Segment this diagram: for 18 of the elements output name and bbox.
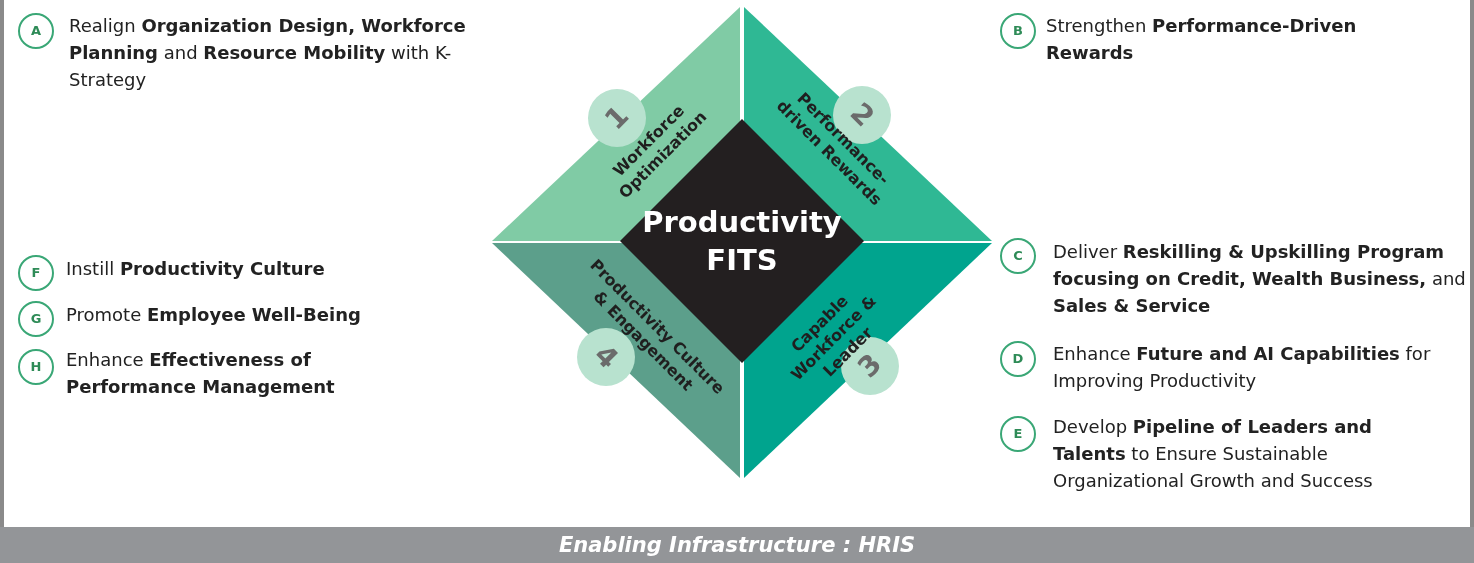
initiative-text: Enhance Effectiveness of Performance Management [66, 348, 336, 399]
initiative-text: Instill Productivity Culture [66, 257, 326, 281]
letter-badge: E [1000, 416, 1036, 452]
center-title: Productivity FITS [642, 205, 843, 277]
initiative-text: Enhance Future and AI Capabilities for Improving Productivity [1053, 342, 1432, 393]
letter-badge: H [18, 349, 54, 385]
initiative-text: Deliver Reskilling & Upskilling Program focusing on Credit, Wealth Business, and Sales & Service [1053, 240, 1467, 318]
letter-badge: C [1000, 238, 1036, 274]
initiative-text: Strengthen Performance-Driven Rewards [1046, 14, 1358, 65]
initiative-text: Realign Organization Design, Workforce Planning and Resource Mobility with K-Strategy [69, 14, 467, 92]
initiative-text: Promote Employee Well-Being [66, 303, 362, 327]
infrastructure-bar: Enabling Infrastructure : HRIS [0, 527, 1474, 563]
letter-badge: B [1000, 13, 1036, 49]
letter-badge: G [18, 301, 54, 337]
letter-badge: D [1000, 341, 1036, 377]
letter-badge: A [18, 13, 54, 49]
initiative-text: Develop Pipeline of Leaders and Talents to Ensure Sustainable Organizational Growth and Success [1053, 415, 1374, 493]
letter-badge: F [18, 255, 54, 291]
